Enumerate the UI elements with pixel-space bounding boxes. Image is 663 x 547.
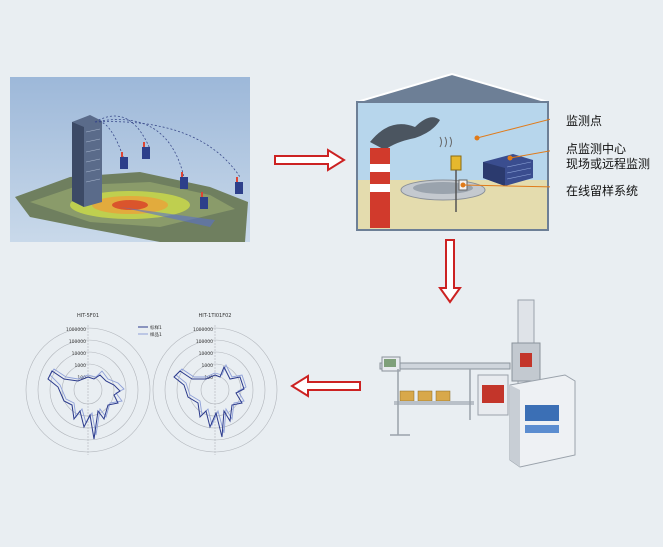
polar-charts-svg: HIT-5F01 1000000 100000 10000 1000 100 标… (25, 313, 278, 455)
label-monitoring-center: 点监测中心 现场或远程监测 (566, 142, 650, 172)
gc-ms-instrument-illustration (379, 299, 576, 468)
polar-1-ring-label: 1000 (75, 363, 87, 369)
monitoring-site-panel (355, 72, 556, 232)
dispersion-map-illustration (10, 77, 250, 242)
monitoring-center-icon (483, 154, 533, 186)
polar-chart-1-title: HIT-5F01 (77, 313, 99, 319)
polar-1-ring-label: 1000000 (66, 327, 86, 333)
monitoring-station-icons (120, 142, 243, 209)
lab-instrument-panel (370, 295, 580, 470)
skyscraper-icon (72, 115, 102, 207)
polar-1-trace-dark (47, 370, 121, 440)
polar-charts-panel: HIT-5F01 1000000 100000 10000 1000 100 标… (20, 305, 290, 465)
monitoring-site-illustration (356, 72, 556, 231)
label-online-sampling: 在线留样系统 (566, 184, 639, 198)
arrow-right (274, 148, 346, 172)
polar-1-ring-label: 10000 (72, 351, 86, 357)
arrow-down (438, 239, 462, 304)
polar-1-trace-light (49, 368, 125, 436)
polar-chart-2: HIT-1TI01F02 1000000 100000 10000 1000 1… (152, 313, 278, 455)
polar-chart-1: HIT-5F01 1000000 100000 10000 1000 100 标… (25, 313, 162, 455)
label-monitoring-center-line2: 现场或远程监测 (566, 157, 651, 171)
label-monitor-point: 监测点 (566, 114, 603, 128)
legend-item-2: 样品1 (150, 331, 162, 338)
polar-2-trace-dark (173, 365, 245, 438)
chimney-icon (370, 148, 390, 228)
dispersion-map-panel (10, 77, 250, 242)
polar-2-ring-label: 1000000 (193, 327, 213, 333)
arrow-left (290, 374, 361, 398)
legend-item-1: 标样1 (150, 324, 162, 331)
polar-chart-2-title: HIT-1TI01F02 (199, 313, 232, 319)
polar-chart-legend: 标样1 样品1 (138, 324, 162, 338)
polar-2-ring-label: 10000 (199, 351, 213, 357)
polar-2-ring-label: 100000 (196, 339, 213, 345)
polar-1-ring-label: 100 (77, 375, 86, 381)
label-monitoring-center-line1: 点监测中心 (566, 142, 627, 156)
polar-2-ring-label: 1000 (202, 363, 214, 369)
polar-1-ring-label: 100000 (69, 339, 86, 345)
